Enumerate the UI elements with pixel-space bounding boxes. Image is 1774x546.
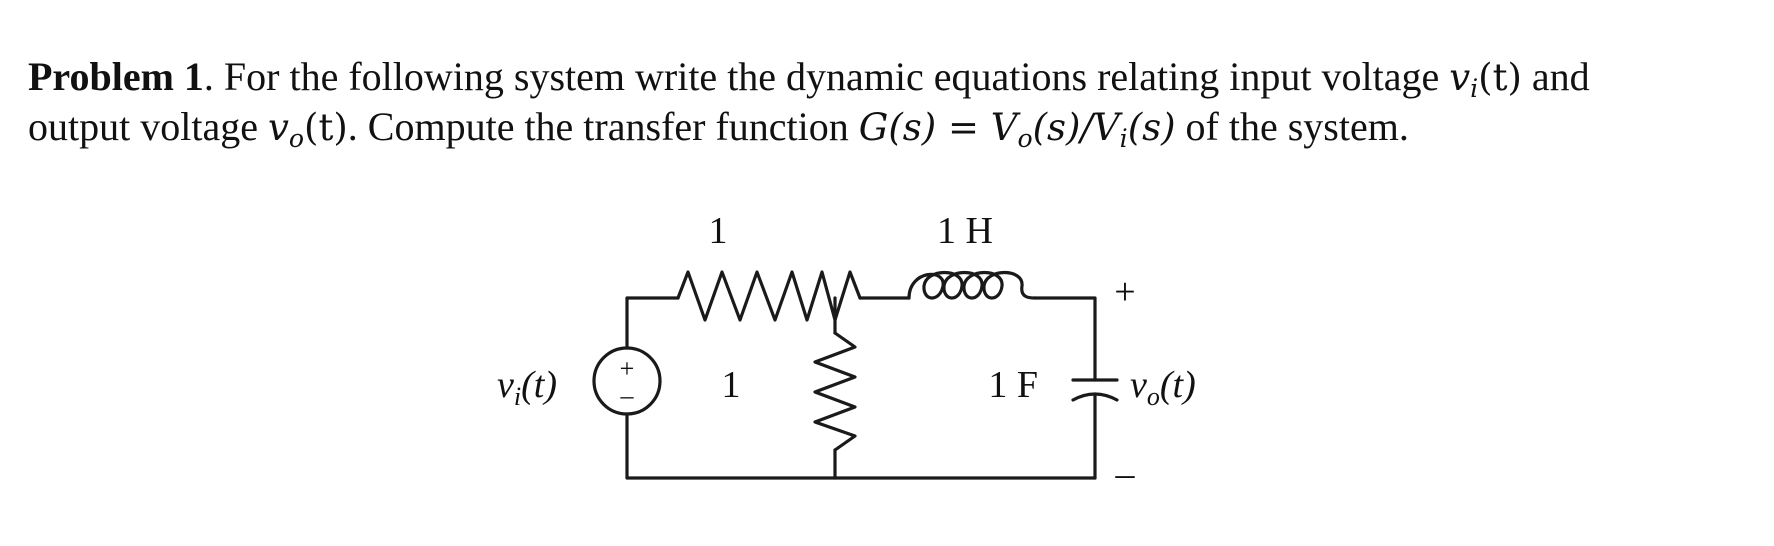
problem-text: of the system. — [1175, 104, 1409, 149]
shunt-resistor-label: 1 — [722, 364, 741, 406]
source-voltage-label: vi(t) — [497, 364, 557, 411]
wire-left-bottom — [625, 412, 1097, 480]
problem-text: . For the following system write the dyn… — [203, 54, 1450, 99]
problem-text: and — [1521, 54, 1590, 99]
problem-line-1: Problem 1. For the following system writ… — [28, 52, 1748, 102]
wire-left-top — [625, 296, 680, 350]
inductor-label: 1 H — [937, 210, 993, 252]
inductor — [907, 271, 1037, 300]
input-voltage-symbol: vi(t) — [1449, 56, 1522, 104]
problem-heading: Problem 1 — [28, 54, 204, 99]
output-minus-sign: – — [1115, 453, 1136, 495]
wire-right-top — [1033, 296, 1097, 382]
transfer-function-expression: G(s) = Vo(s)/Vi(s) — [858, 106, 1176, 154]
shunt-resistor — [813, 331, 857, 452]
problem-text: output voltage — [28, 104, 268, 149]
capacitor-label: 1 F — [988, 364, 1038, 406]
source-plus-sign: + — [620, 354, 635, 383]
output-voltage-label: vo(t) — [1130, 364, 1196, 411]
series-resistor-label: 1 — [709, 210, 728, 252]
output-voltage-symbol: vo(t) — [267, 106, 348, 154]
problem-statement: Problem 1. For the following system writ… — [28, 52, 1748, 152]
source-minus-sign: – — [620, 381, 635, 410]
voltage-source — [592, 346, 662, 416]
output-plus-sign: + — [1114, 271, 1135, 313]
problem-text: . Compute the transfer function — [347, 104, 859, 149]
problem-line-2: output voltage vo(t). Compute the transf… — [28, 102, 1748, 152]
series-resistor — [676, 270, 862, 322]
capacitor-plate-bottom — [1071, 392, 1119, 402]
